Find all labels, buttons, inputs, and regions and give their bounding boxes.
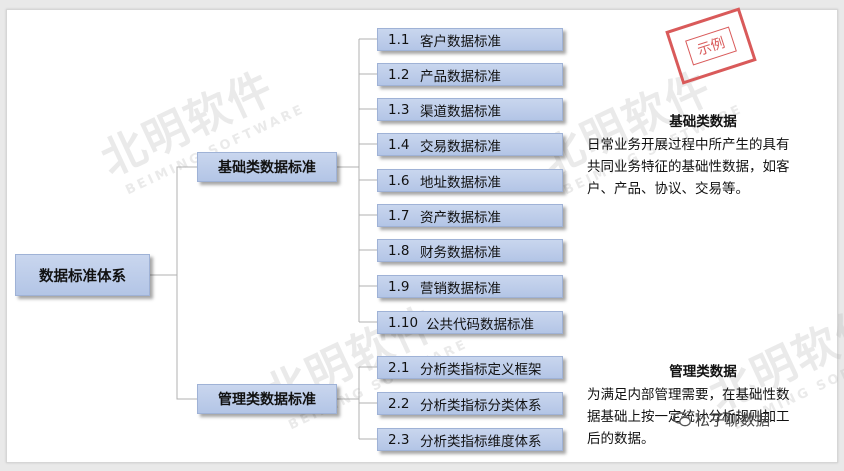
- connector-mgmt-leaves: [359, 366, 377, 440]
- root-node: 数据标准体系: [15, 254, 150, 296]
- connector-lines: [150, 38, 377, 440]
- basic-data-title: 基础类数据: [669, 114, 737, 130]
- wechat-icon: [672, 412, 691, 427]
- basic-data-description: 日常业务开展过程中所产生的具有共同业务特征的基础性数据，如客户、产品、协议、交易…: [587, 137, 790, 197]
- branch-basic-data-standard: 基础类数据标准: [197, 152, 337, 182]
- connector-basic-leaves: [359, 38, 377, 323]
- management-data-description: 为满足内部管理需要，在基础性数据基础上按一定统计分析规则加工后的数据。: [587, 387, 790, 447]
- management-data-title: 管理类数据: [669, 364, 737, 380]
- branch-management-data-standard: 管理类数据标准: [197, 384, 337, 414]
- connector-root-basic: [150, 166, 197, 276]
- wechat-label: 松子聊数据: [695, 411, 771, 429]
- wechat-watermark: 松子聊数据: [672, 409, 771, 430]
- connector-root-mgmt: [176, 275, 197, 400]
